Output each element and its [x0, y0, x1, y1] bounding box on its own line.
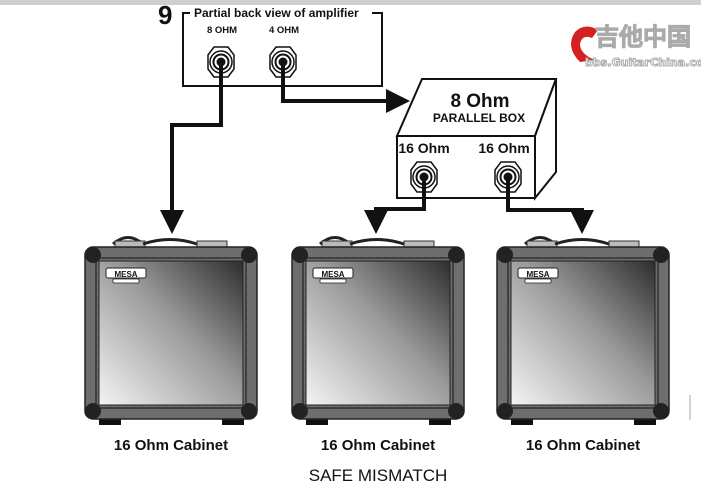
- parallel-jack-label-right: 16 Ohm: [478, 140, 529, 156]
- cabinet-3-label: 16 Ohm Cabinet: [526, 437, 640, 454]
- parallel-box: 8 Ohm PARALLEL BOX 16 Ohm 16 Ohm: [395, 78, 558, 201]
- watermark-url: bbs.GuitarChina.com: [585, 56, 701, 69]
- jack-label-4-ohm: 4 OHM: [269, 25, 299, 36]
- cabinet-1-logo: MESA: [114, 270, 137, 279]
- cable-parallel-to-cabinet-2: [364, 177, 426, 234]
- cabinet-2-label: 16 Ohm Cabinet: [321, 437, 435, 454]
- cable-4-ohm-to-parallel-box: [281, 62, 410, 113]
- watermark: 吉他中国 bbs.GuitarChina.com: [571, 23, 701, 70]
- figure-number: 9: [158, 0, 172, 30]
- parallel-box-impedance: 8 Ohm: [450, 91, 509, 112]
- cable-parallel-to-cabinet-3: [506, 177, 594, 234]
- parallel-box-name: PARALLEL BOX: [433, 111, 525, 125]
- parallel-jack-label-left: 16 Ohm: [398, 140, 449, 156]
- diagram-caption: SAFE MISMATCH: [309, 466, 448, 485]
- watermark-dragon-icon: [571, 26, 598, 63]
- cabinet-2-logo: MESA: [321, 270, 344, 279]
- amplifier-title: Partial back view of amplifier: [194, 6, 359, 20]
- cable-8-ohm-to-cabinet-1: [160, 62, 223, 234]
- amplifier-back-panel: Partial back view of amplifier 8 OHM 4 O…: [182, 6, 383, 87]
- cabinet-3-logo: MESA: [526, 270, 549, 279]
- watermark-title: 吉他中国: [595, 23, 691, 51]
- speaker-cabinet-3: [495, 236, 671, 427]
- window-top-bar: [0, 0, 701, 5]
- speaker-cabinet-2: [290, 236, 466, 427]
- cables: [160, 62, 594, 234]
- cabinet-1-label: 16 Ohm Cabinet: [114, 437, 228, 454]
- speaker-cabinet-1: [83, 236, 259, 427]
- jack-label-8-ohm: 8 OHM: [207, 25, 237, 36]
